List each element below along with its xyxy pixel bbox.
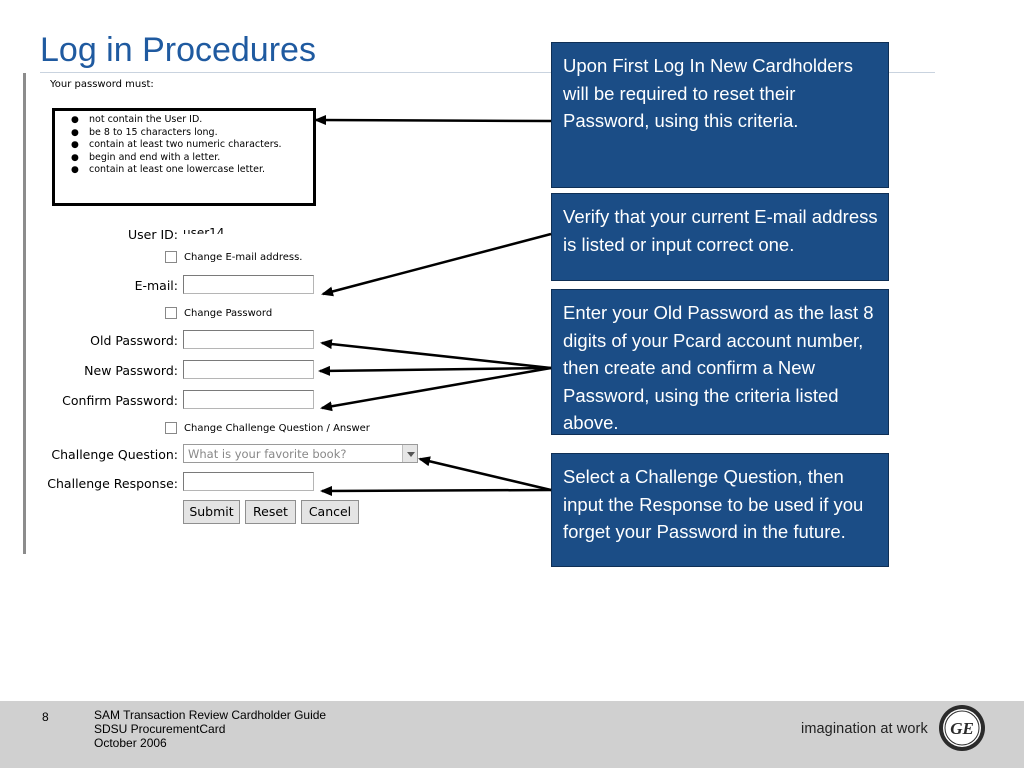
challenge-response-field[interactable] xyxy=(183,472,314,491)
old-password-field[interactable] xyxy=(183,330,314,349)
challenge-question-label: Challenge Question: xyxy=(51,447,178,462)
password-rule: contain at least two numeric characters. xyxy=(71,139,313,152)
arrow-icon xyxy=(320,366,552,412)
email-label: E-mail: xyxy=(134,278,178,293)
confirm-password-label: Confirm Password: xyxy=(62,393,178,408)
footer-line: SAM Transaction Review Cardholder Guide xyxy=(94,708,327,722)
checkbox-icon[interactable] xyxy=(165,307,177,319)
page-number: 8 xyxy=(42,710,49,724)
arrow-icon xyxy=(418,456,552,492)
password-rules-heading: Your password must: xyxy=(50,79,154,90)
callout-verify-email: Verify that your current E-mail address … xyxy=(551,193,889,281)
arrow-icon xyxy=(320,485,552,496)
arrow-icon xyxy=(320,339,552,370)
page-title: Log in Procedures xyxy=(40,31,316,69)
user-id-value: user14 xyxy=(183,226,225,234)
change-challenge-label: Change Challenge Question / Answer xyxy=(184,423,370,434)
new-password-label: New Password: xyxy=(84,363,178,378)
change-password-label: Change Password xyxy=(184,308,273,319)
change-email-row[interactable]: Change E-mail address. xyxy=(165,251,302,263)
ge-logo-icon: GE xyxy=(939,705,985,751)
title-divider xyxy=(40,72,935,73)
challenge-question-selected: What is your favorite book? xyxy=(188,447,347,461)
change-email-label: Change E-mail address. xyxy=(184,252,303,263)
footer-info: SAM Transaction Review Cardholder Guide … xyxy=(94,708,326,750)
screenshot-left-border xyxy=(23,73,26,554)
dropdown-arrow-icon[interactable] xyxy=(402,445,417,462)
password-rules-list: not contain the User ID. be 8 to 15 char… xyxy=(55,114,313,177)
challenge-response-label: Challenge Response: xyxy=(47,476,178,491)
footer-bar xyxy=(0,701,1024,768)
challenge-question-select[interactable]: What is your favorite book? xyxy=(183,444,418,463)
password-rule: contain at least one lowercase letter. xyxy=(71,164,313,177)
tagline: imagination at work xyxy=(801,721,928,737)
arrow-icon xyxy=(318,365,552,376)
arrow-icon xyxy=(321,232,552,297)
password-rule: not contain the User ID. xyxy=(71,114,313,127)
change-challenge-row[interactable]: Change Challenge Question / Answer xyxy=(165,422,370,434)
cancel-button[interactable]: Cancel xyxy=(301,500,359,524)
confirm-password-field[interactable] xyxy=(183,390,314,409)
submit-button[interactable]: Submit xyxy=(183,500,240,524)
change-password-row[interactable]: Change Password xyxy=(165,307,272,319)
password-rule: begin and end with a letter. xyxy=(71,152,313,165)
footer-line: SDSU ProcurementCard xyxy=(94,722,226,736)
ge-logo-text: GE xyxy=(950,719,974,738)
new-password-field[interactable] xyxy=(183,360,314,379)
email-field[interactable] xyxy=(183,275,314,294)
password-rules-box: not contain the User ID. be 8 to 15 char… xyxy=(52,108,316,206)
user-id-label: User ID: xyxy=(128,227,178,242)
callout-challenge-question: Select a Challenge Question, then input … xyxy=(551,453,889,567)
old-password-label: Old Password: xyxy=(90,333,178,348)
password-rule: be 8 to 15 characters long. xyxy=(71,127,313,140)
callout-first-login: Upon First Log In New Cardholders will b… xyxy=(551,42,889,188)
checkbox-icon[interactable] xyxy=(165,251,177,263)
checkbox-icon[interactable] xyxy=(165,422,177,434)
arrow-icon xyxy=(314,115,552,126)
callout-old-password: Enter your Old Password as the last 8 di… xyxy=(551,289,889,435)
footer-line: October 2006 xyxy=(94,736,167,750)
reset-button[interactable]: Reset xyxy=(245,500,296,524)
